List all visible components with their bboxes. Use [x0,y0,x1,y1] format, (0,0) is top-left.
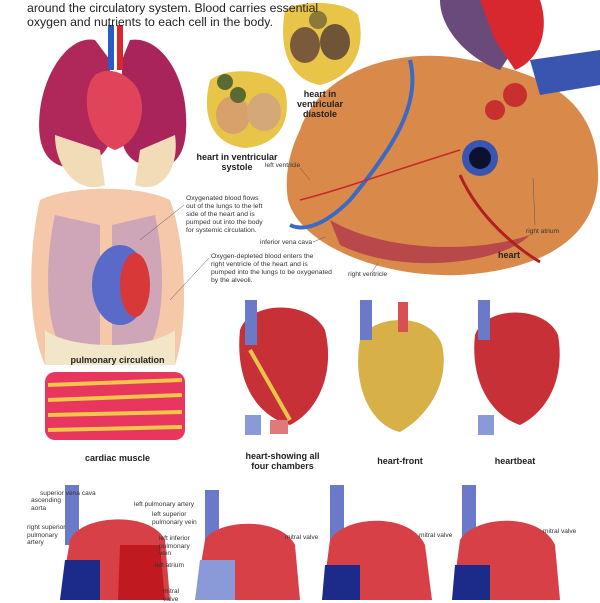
label-line: pulmonary [159,543,190,551]
label-mitral-valve: mitral valve [543,528,576,536]
note-line: Oxygen-depleted blood enters the [211,253,332,261]
caption-heartbeat: heartbeat [475,456,555,466]
label-line: left superior [152,511,197,519]
label-line: vein [159,550,190,558]
label-line: ascending [31,497,61,505]
label-line: artery [27,539,65,547]
bottom-heart-2 [195,490,300,600]
intro-line: around the circulatory system. Blood car… [27,2,318,16]
label-mitral-valve: mitral valve [163,588,179,603]
note-line: by the alveoli. [211,277,332,285]
label-inferior-vena-cava: inferior vena cava [260,239,312,247]
caption-cardiac-muscle: cardiac muscle [60,453,175,463]
label-line: valve [163,596,179,603]
label-right-atrium: right atrium [526,228,559,236]
lungs-illustration [39,25,186,187]
label-line: pulmonary vein [152,519,197,527]
label-line: pulmonary [27,532,65,540]
label-left-pulmonary-artery: left pulmonary artery [134,501,194,509]
note-oxygenated: Oxygenated blood flows out of the lungs … [186,195,263,235]
caption-heart-front: heart-front [360,456,440,466]
label-ascending-aorta: ascending aorta [31,497,61,512]
caption-line: heart in ventricular [280,89,360,109]
caption-line: heart-showing all [235,451,330,461]
label-line: right superior [27,524,65,532]
label-left-inferior-pulmonary-vein: left inferior pulmonary vein [159,535,190,558]
note-line: Oxygenated blood flows [186,195,263,203]
bottom-heart-3 [322,485,432,600]
label-left-atrium: left atrium [155,562,184,570]
label-left-superior-pulmonary-vein: left superior pulmonary vein [152,511,197,526]
caption-heart: heart [498,250,520,260]
caption-pulmonary-circulation: pulmonary circulation [60,355,175,365]
label-line: left inferior [159,535,190,543]
heartbeat-illustration [474,300,559,435]
cardiac-muscle-illustration [45,372,185,440]
note-deoxygenated: Oxygen-depleted blood enters the right v… [211,253,332,285]
label-mitral-valve: mitral valve [285,534,318,542]
pulmonary-circulation-illustration [31,189,184,365]
label-line: aorta [31,505,61,513]
intro-line: oxygen and nutrients to each cell in the… [27,16,318,30]
systole-illustration [207,71,287,148]
intro-text: around the circulatory system. Blood car… [27,2,318,29]
note-line: pumped into the lungs to be oxygenated [211,269,332,277]
caption-line: diastole [280,109,360,119]
note-line: pumped out into the body [186,219,263,227]
label-mitral-valve: mitral valve [419,532,452,540]
four-chambers-illustration [239,300,328,435]
label-line: mitral [163,588,179,596]
heart-front-illustration [358,300,444,432]
label-left-ventricle: left ventricle [265,162,300,170]
note-line: side of the heart and is [186,211,263,219]
note-line: for systemic circulation. [186,227,263,235]
caption-line: heart in ventricular [192,152,282,162]
bottom-heart-4 [452,485,560,600]
label-right-ventricle: right ventricle [348,271,387,279]
label-right-superior-pulmonary-artery: right superior pulmonary artery [27,524,65,547]
note-line: right ventricle of the heart and is [211,261,332,269]
caption-diastole: heart in ventricular diastole [280,89,360,119]
caption-line: four chambers [235,461,330,471]
caption-four-chambers: heart-showing all four chambers [235,451,330,471]
note-line: out of the lungs to the left [186,203,263,211]
